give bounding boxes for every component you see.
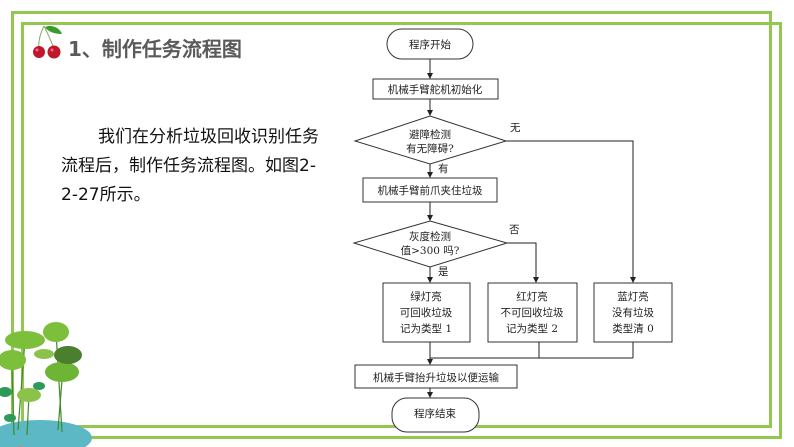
blue-box-line3: 类型清 0	[612, 322, 654, 335]
decision2-no-label: 否	[509, 224, 520, 236]
decision1-no-label: 无	[510, 122, 521, 134]
frame-inner	[21, 22, 782, 439]
green-box-line1: 绿灯亮	[410, 290, 442, 303]
init-box	[372, 78, 499, 100]
frame-outer	[11, 11, 772, 428]
green-box-line3: 记为类型 1	[400, 322, 452, 335]
init-label: 机械手臂舵机初始化	[388, 83, 483, 96]
decision2-yes-label: 是	[438, 266, 449, 278]
decision2-line1: 灰度检测	[409, 230, 451, 243]
red-light-box	[487, 282, 578, 343]
blue-box-line1: 蓝灯亮	[617, 290, 649, 303]
paragraph-line-3: 2-27所示。	[61, 185, 151, 205]
blue-box-line2: 没有垃圾	[612, 306, 654, 319]
start-label: 程序开始	[409, 38, 451, 51]
grayscale-decision	[352, 220, 509, 268]
red-box-line1: 红灯亮	[516, 290, 548, 303]
decision2-line2: 值>300 吗?	[401, 244, 460, 257]
cherry-icon	[33, 25, 62, 59]
decision1-line1: 避障检测	[409, 128, 451, 141]
grab-label: 机械手臂前爪夹住垃圾	[378, 184, 483, 197]
red-box-line2: 不可回收垃圾	[501, 306, 564, 319]
no-obstacle-path	[506, 140, 636, 283]
end-label: 程序结束	[414, 407, 456, 420]
page-title: 1、制作任务流程图	[68, 37, 242, 61]
lift-label: 机械手臂抬升垃圾以便运输	[373, 371, 499, 384]
green-light-box	[382, 282, 471, 343]
red-box-line3: 记为类型 2	[506, 322, 558, 335]
lotus-pond-illustration	[0, 322, 92, 447]
not-recyclable-path	[507, 242, 539, 283]
green-box-line2: 可回收垃圾	[400, 306, 453, 319]
decision1-line2: 有无障碍?	[406, 142, 454, 155]
blue-light-box	[593, 282, 673, 343]
paragraph-line-2: 流程后，制作任务流程图。如图2-	[61, 156, 316, 176]
end-terminal	[391, 397, 480, 433]
paragraph-line-1: 我们在分析垃圾回收识别任务	[98, 127, 319, 147]
lift-box	[354, 364, 518, 389]
decision1-yes-label: 有	[438, 162, 449, 175]
